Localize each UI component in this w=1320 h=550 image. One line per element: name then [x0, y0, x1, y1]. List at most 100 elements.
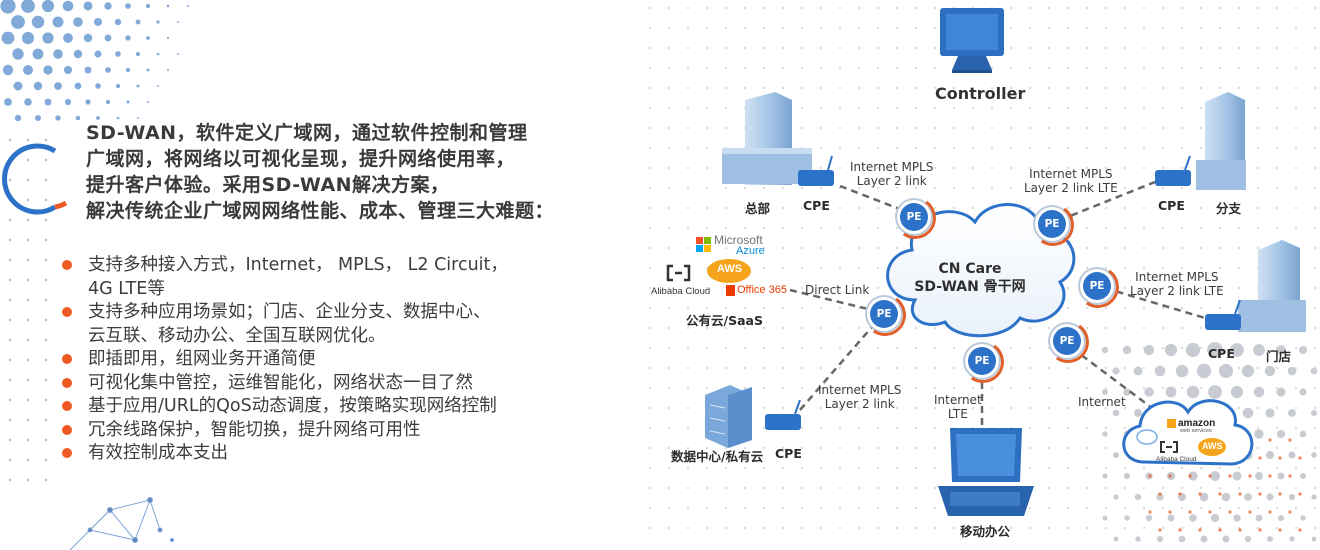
decor-dot — [1228, 510, 1232, 514]
decor-dot — [1029, 387, 1031, 389]
decor-dot — [1244, 493, 1252, 501]
decor-dot — [1010, 47, 1012, 49]
decor-dot — [915, 67, 917, 69]
decor-dot — [1029, 67, 1031, 69]
decor-dot — [1086, 7, 1088, 9]
dc-link-label: Internet MPLS Layer 2 link — [818, 383, 901, 411]
decor-dot — [1010, 367, 1012, 369]
decor-dot — [8, 478, 12, 482]
decor-dot — [649, 167, 651, 169]
decor-dot — [8, 358, 12, 362]
decor-dot — [1238, 492, 1242, 496]
branch-cpe-label: CPE — [1158, 198, 1185, 213]
decor-dot — [858, 407, 860, 409]
decor-dot — [1010, 147, 1012, 149]
decor-dot — [782, 487, 784, 489]
decor-dot — [706, 87, 708, 89]
decor-dot — [839, 307, 841, 309]
decor-dot — [839, 227, 841, 229]
decor-dot — [1219, 487, 1221, 489]
hq-router-icon — [798, 155, 834, 186]
decor-dot — [1181, 147, 1183, 149]
decor-dot — [26, 298, 30, 302]
decor-dot — [1238, 528, 1242, 532]
decor-dot — [782, 187, 784, 189]
decor-dot — [1295, 467, 1297, 469]
decor-dot — [934, 407, 936, 409]
decor-dot — [1143, 27, 1145, 29]
decor-dot — [1143, 207, 1145, 209]
decor-dot — [1029, 207, 1031, 209]
decor-dot — [1289, 536, 1295, 542]
decor-dot — [1124, 487, 1126, 489]
decor-dot — [1124, 407, 1126, 409]
list-item-text: 4G LTE等 — [88, 278, 165, 299]
decor-dot — [782, 247, 784, 249]
decor-dot — [744, 7, 746, 9]
decor-dot — [1010, 407, 1012, 409]
decor-dot — [1314, 7, 1316, 9]
decor-dot — [877, 127, 879, 129]
alibaba-logo-text: Alibaba Cloud — [651, 286, 711, 297]
decor-dot — [1238, 67, 1240, 69]
decor-dot — [649, 527, 651, 529]
decor-dot — [858, 507, 860, 509]
decor-dot — [8, 138, 12, 142]
decor-dot — [43, 65, 53, 75]
decor-dot — [858, 467, 860, 469]
decor-dot — [820, 247, 822, 249]
decor-dot — [1295, 127, 1297, 129]
decor-dot — [706, 307, 708, 309]
decor-dot — [820, 527, 822, 529]
decor-dot — [839, 7, 841, 9]
decor-dot — [1200, 127, 1202, 129]
decor-dot — [1310, 367, 1318, 375]
decor-dot — [858, 147, 860, 149]
decor-dot — [1048, 407, 1050, 409]
decor-dot — [820, 27, 822, 29]
decor-dot — [1102, 389, 1108, 395]
decor-dot — [1105, 187, 1107, 189]
decor-dot — [801, 7, 803, 9]
saas-label: 公有云/SaaS — [686, 313, 763, 328]
decor-dot — [991, 87, 993, 89]
decor-dot — [1124, 107, 1126, 109]
decor-dot — [877, 267, 879, 269]
decor-dot — [915, 347, 917, 349]
decor-dot — [1029, 507, 1031, 509]
decor-dot — [26, 138, 30, 142]
decor-dot — [63, 33, 73, 43]
decor-dot — [1105, 7, 1107, 9]
aws-logo-text: AWS — [717, 263, 743, 275]
decor-dot — [44, 198, 48, 202]
decor-dot — [1276, 187, 1278, 189]
decor-dot — [1200, 67, 1202, 69]
decor-dot — [1165, 386, 1177, 398]
decor-dot — [1295, 147, 1297, 149]
decor-dot — [1067, 387, 1069, 389]
decor-dot — [687, 387, 689, 389]
decor-dot — [1314, 87, 1316, 89]
decor-dot — [668, 207, 670, 209]
decor-dot — [1257, 407, 1259, 409]
decor-dot — [1257, 27, 1259, 29]
decor-dot — [1276, 47, 1278, 49]
decor-dot — [763, 527, 765, 529]
decor-dot — [801, 127, 803, 129]
decor-dot — [782, 267, 784, 269]
decor-dot — [972, 147, 974, 149]
decor-dot — [687, 127, 689, 129]
decor-dot — [744, 527, 746, 529]
decor-dot — [1144, 387, 1154, 397]
decor-dot — [801, 27, 803, 29]
decor-dot — [687, 107, 689, 109]
decor-dot — [1143, 167, 1145, 169]
decor-dot — [1257, 7, 1259, 9]
decor-dot — [14, 114, 22, 122]
decor-dot — [801, 327, 803, 329]
decor-dot — [877, 67, 879, 69]
decor-dot — [744, 307, 746, 309]
decor-dot — [1200, 207, 1202, 209]
decor-dot — [1288, 451, 1296, 459]
decor-dot — [1200, 27, 1202, 29]
